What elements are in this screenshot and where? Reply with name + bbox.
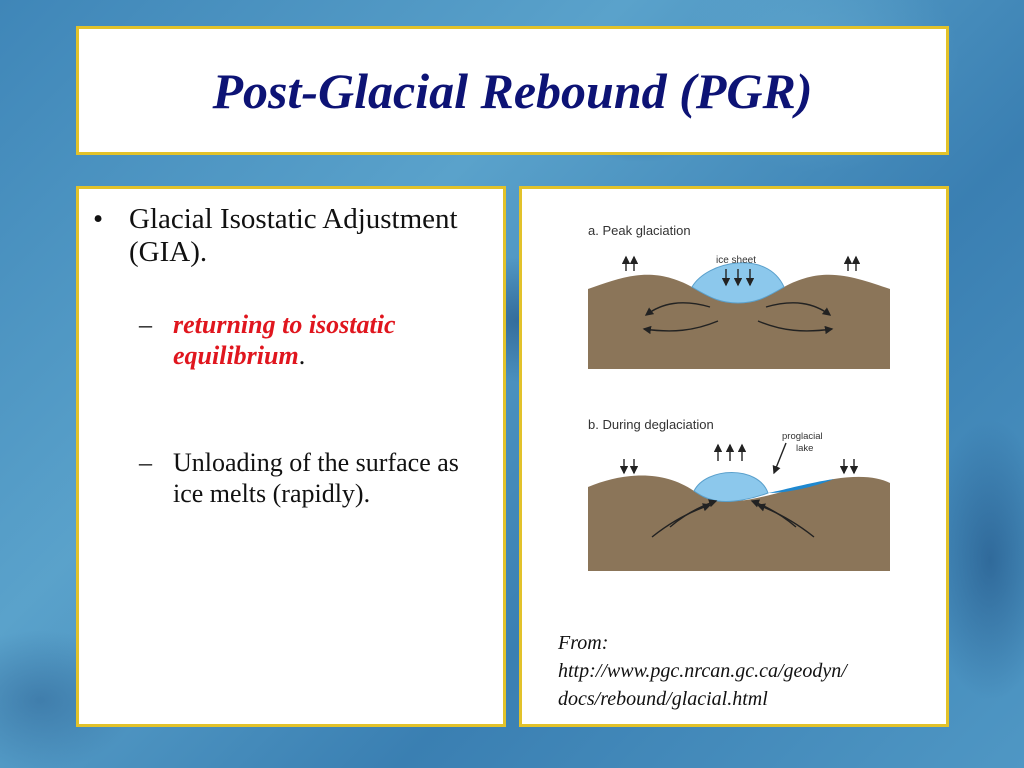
emphasis-text: returning to isostatic equilibrium [173,310,396,370]
arrows-b [619,442,859,538]
panel-b-label: b. During deglaciation [588,417,714,432]
bullet-marker: • [93,203,104,235]
figure-panel: a. Peak glaciation ice sheet b. During d… [519,186,949,727]
main-bullet-text: Glacial Isostatic Adjustment (GIA). [129,203,458,268]
proglacial-lake [768,479,834,493]
panel-peak-glaciation: a. Peak glaciation ice sheet [588,223,890,369]
panel-deglaciation: b. During deglaciation proglacial lake [588,417,890,571]
earth-crust-a [588,274,890,369]
glacial-rebound-diagram: a. Peak glaciation ice sheet b. During d… [588,223,890,571]
panel-a-label: a. Peak glaciation [588,223,691,238]
earth-crust-b [588,475,890,571]
title-panel: Post-Glacial Rebound (PGR) [76,26,949,155]
sub-bullet-text: returning to isostatic equilibrium. [173,309,478,371]
arrows-a [621,255,861,335]
sub-bullet-text: Unloading of the surface as ice melts (r… [173,448,459,508]
ice-sheet-b [693,472,769,502]
dash-marker: – [139,310,152,339]
dash-marker: – [139,448,152,477]
source-citation: From: http://www.pgc.nrcan.gc.ca/geodyn/… [558,629,948,713]
text-panel: • Glacial Isostatic Adjustment (GIA). – … [76,186,506,727]
ice-sheet-label: ice sheet [716,255,756,266]
emphasis-suffix: . [298,341,306,370]
source-url-line1: http://www.pgc.nrcan.gc.ca/geodyn/ [558,660,847,682]
source-url-line2: docs/rebound/glacial.html [558,688,768,710]
lake-label: lake [796,443,813,454]
source-from: From: [558,632,609,654]
proglacial-label: proglacial [782,431,823,442]
slide-title: Post-Glacial Rebound (PGR) [212,62,813,119]
